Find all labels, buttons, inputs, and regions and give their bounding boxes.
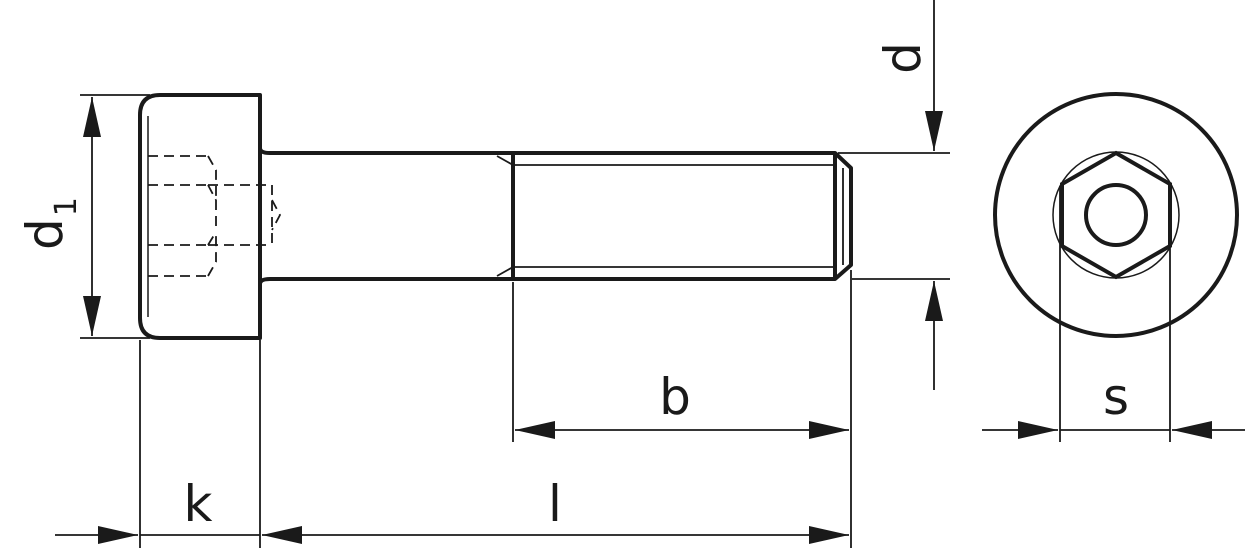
label-l: l xyxy=(548,475,562,533)
thread-runout-bottom xyxy=(496,266,514,277)
label-d1: d1 xyxy=(16,197,84,250)
dimensions xyxy=(55,0,1245,548)
screw-shank xyxy=(258,147,853,285)
hex-socket xyxy=(1060,150,1172,280)
label-s: s xyxy=(1103,368,1129,426)
label-k: k xyxy=(184,475,213,533)
thread-runout-top xyxy=(496,155,514,166)
end-view xyxy=(993,92,1239,338)
head-outer-circle xyxy=(993,92,1239,338)
screw-head xyxy=(138,93,262,340)
socket-bottom-circle xyxy=(1084,183,1148,247)
hidden-hex-socket xyxy=(148,155,281,277)
label-b: b xyxy=(659,368,691,426)
side-view xyxy=(138,93,853,340)
head-counterbore-circle xyxy=(1052,151,1180,279)
label-d: d xyxy=(874,42,932,74)
dimension-labels: d1 d k l b s xyxy=(16,42,1129,533)
